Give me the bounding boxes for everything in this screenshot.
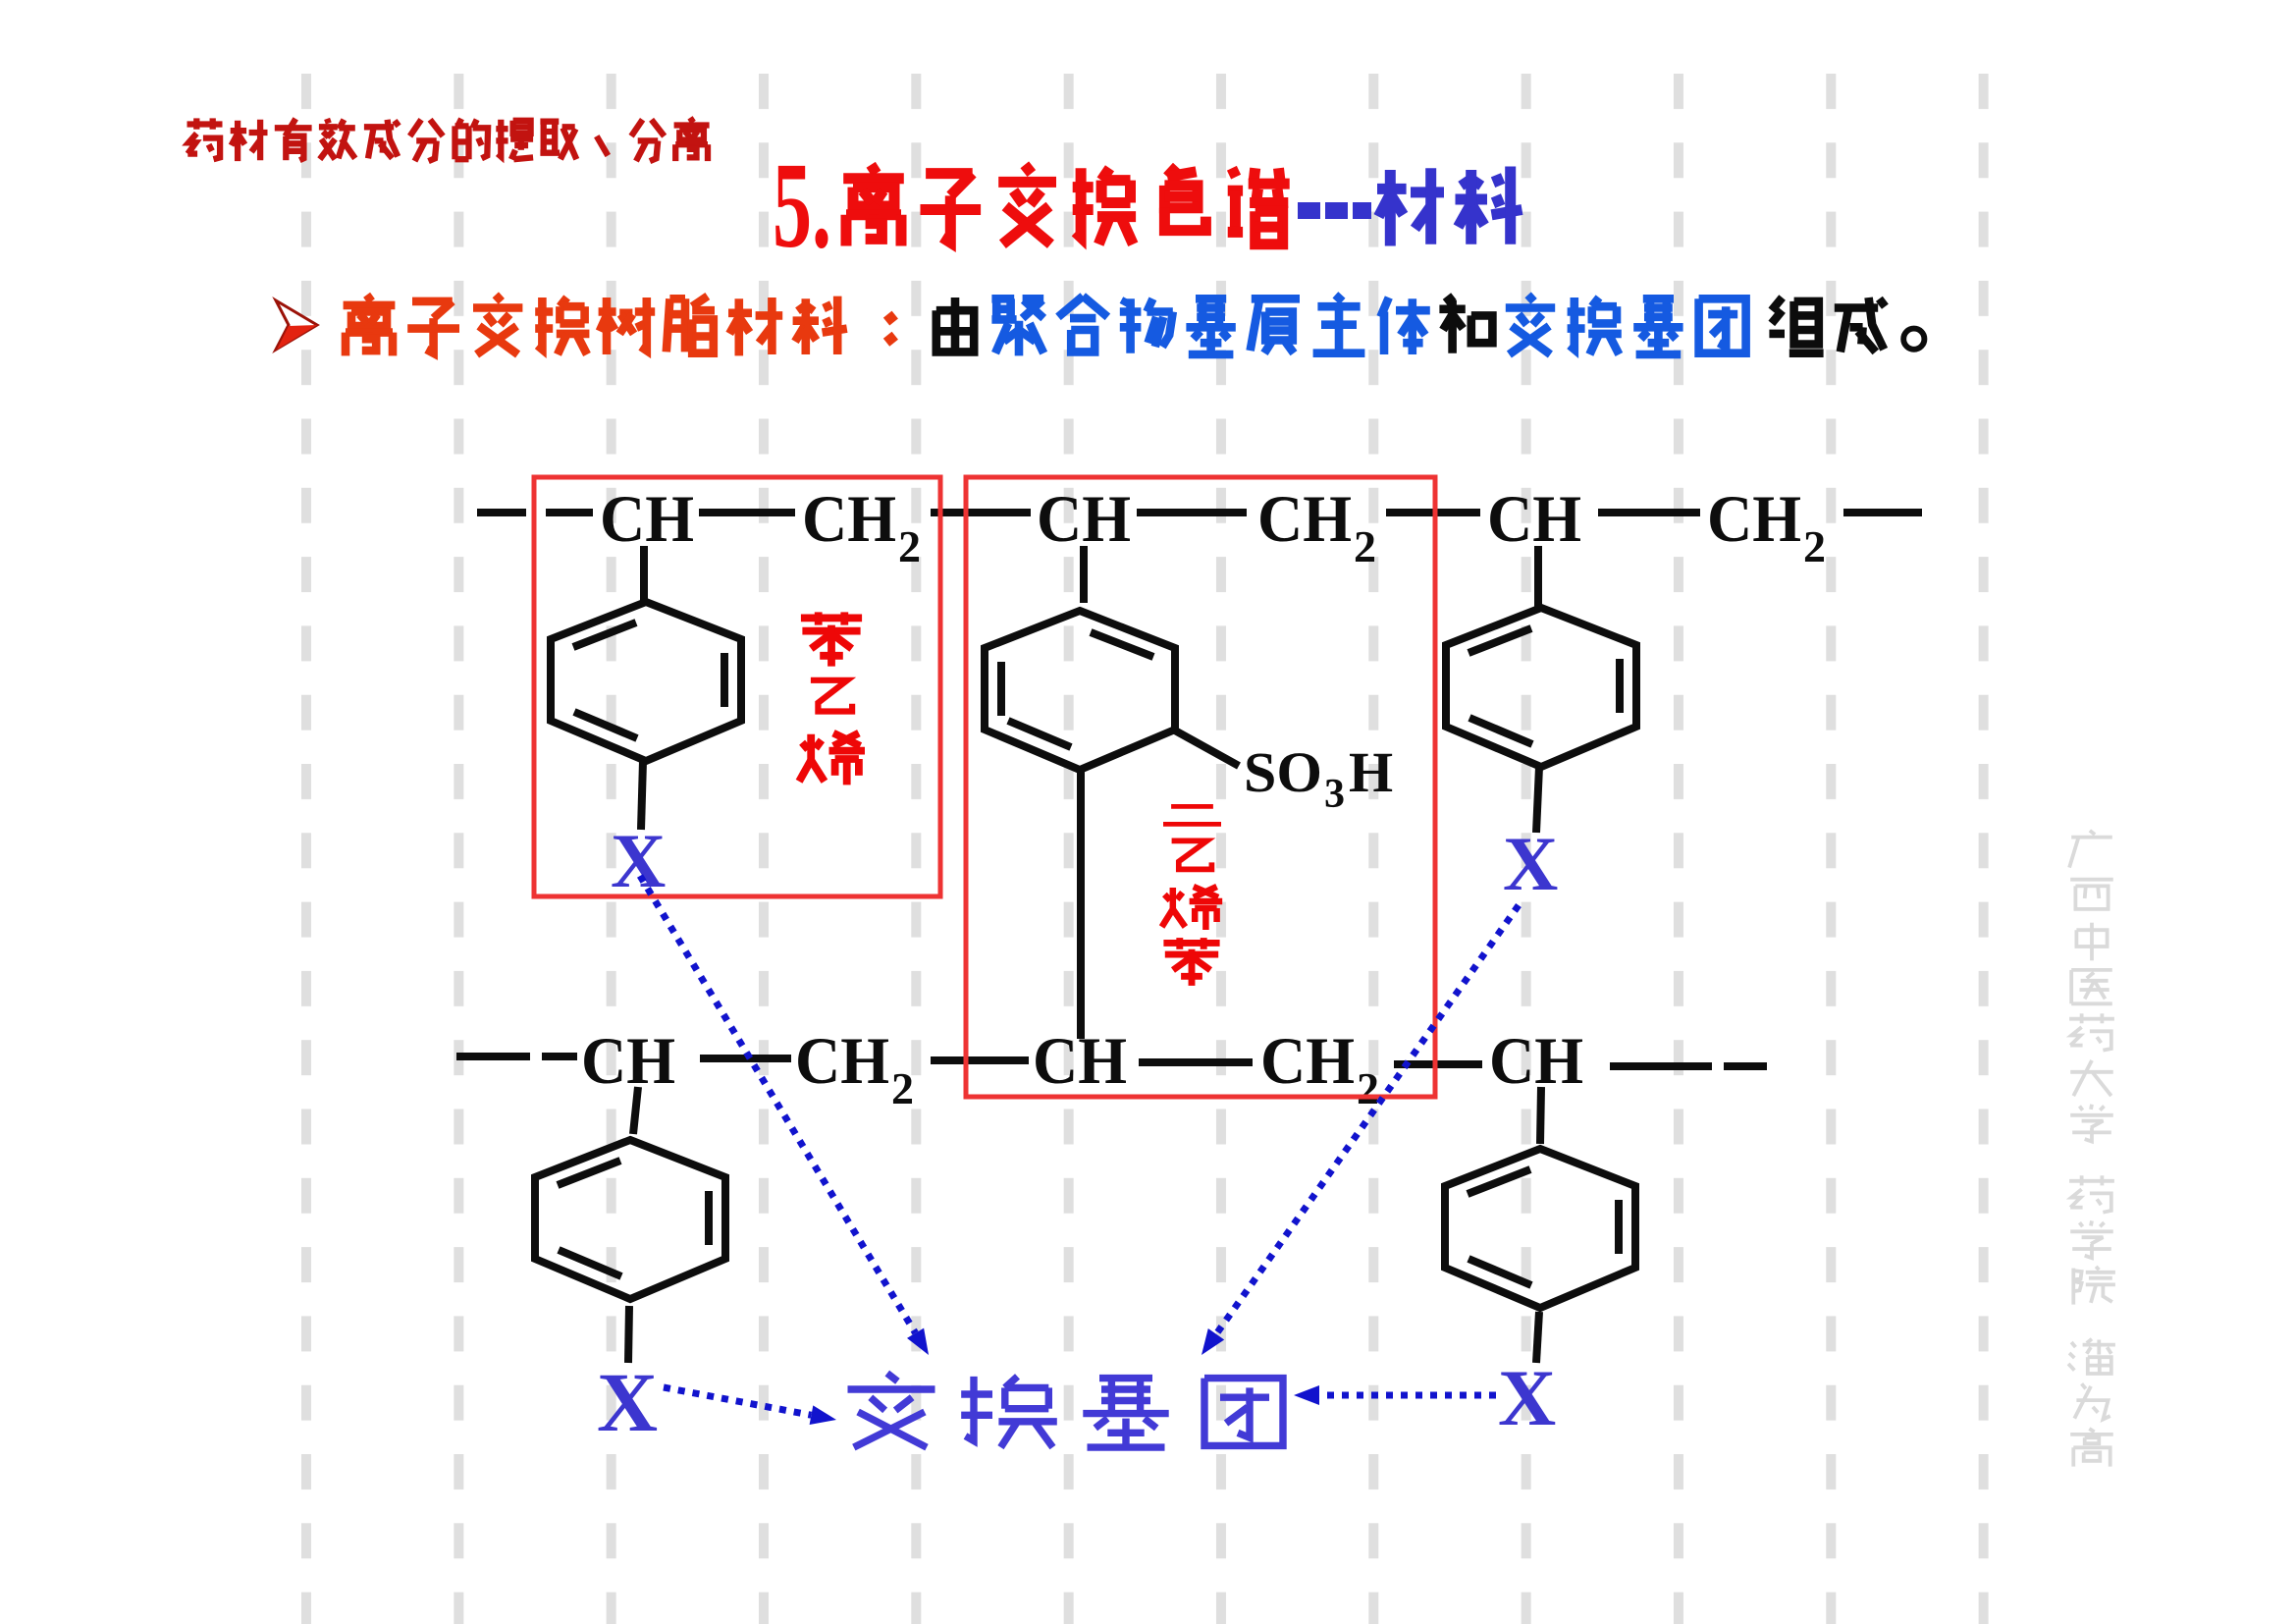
svg-text:2: 2 bbox=[891, 1063, 914, 1113]
svg-text:CH: CH bbox=[1033, 1023, 1127, 1098]
svg-text:5.: 5. bbox=[773, 138, 831, 274]
svg-text:CH: CH bbox=[600, 481, 694, 556]
svg-text:X: X bbox=[611, 818, 666, 903]
svg-text:X: X bbox=[1503, 821, 1558, 906]
svg-text:CH: CH bbox=[1487, 481, 1581, 556]
svg-text:H: H bbox=[1349, 740, 1393, 804]
svg-text:CH: CH bbox=[1489, 1023, 1583, 1098]
svg-text:CH: CH bbox=[795, 1023, 889, 1098]
svg-text:2: 2 bbox=[1357, 1063, 1379, 1113]
svg-text:CH: CH bbox=[802, 481, 896, 556]
svg-text:CH: CH bbox=[1037, 481, 1131, 556]
svg-text:X: X bbox=[1498, 1353, 1556, 1442]
svg-text:CH: CH bbox=[1707, 481, 1801, 556]
svg-text:CH: CH bbox=[581, 1023, 675, 1098]
svg-text:2: 2 bbox=[1354, 521, 1376, 571]
svg-text:3: 3 bbox=[1324, 772, 1345, 817]
svg-text:CH: CH bbox=[1260, 1023, 1355, 1098]
svg-text:2: 2 bbox=[1803, 521, 1826, 571]
svg-text:2: 2 bbox=[898, 521, 921, 571]
svg-text:SO: SO bbox=[1244, 740, 1322, 804]
svg-text:X: X bbox=[597, 1355, 658, 1449]
svg-text:CH: CH bbox=[1257, 481, 1352, 556]
